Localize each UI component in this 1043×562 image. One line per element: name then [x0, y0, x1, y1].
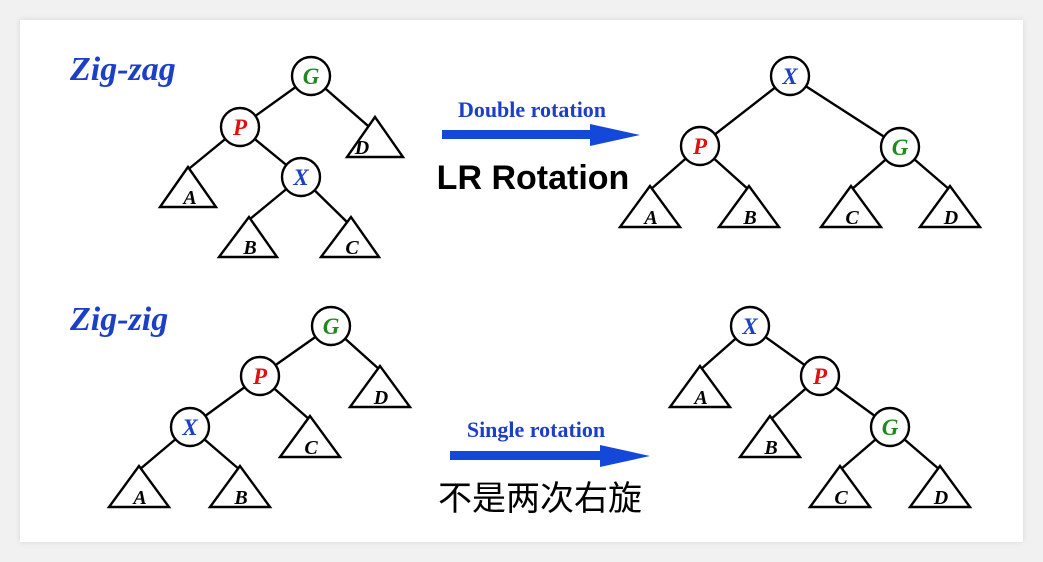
node-circle	[169, 406, 211, 448]
subtree-label: B	[742, 207, 756, 229]
section-title: Zig-zig	[69, 301, 168, 338]
subtree-label: C	[834, 487, 848, 509]
node-circle	[879, 126, 921, 168]
rotation-arrow: Single rotation 不是两次右旋	[438, 417, 650, 518]
subtree-label: D	[943, 207, 958, 229]
subtree-label: D	[373, 387, 388, 409]
subtree-label: A	[131, 487, 146, 509]
section-zig-zig: Zig-zig G P X A	[69, 301, 973, 518]
node-label: P	[232, 115, 248, 140]
tree-before	[106, 305, 413, 509]
subtree-label: C	[304, 437, 318, 459]
rotation-caption: 不是两次右旋	[438, 480, 642, 518]
node-circle	[679, 125, 721, 167]
subtree-triangle	[818, 183, 884, 229]
node-circle	[769, 55, 811, 97]
node-label: P	[692, 134, 708, 159]
node-label: X	[741, 314, 758, 339]
subtree-triangle	[106, 463, 172, 509]
node-label: P	[812, 364, 828, 389]
subtree-label: A	[181, 187, 196, 209]
node-label: P	[252, 364, 268, 389]
tree-after	[667, 305, 973, 509]
node-circle	[239, 355, 281, 397]
node-label: G	[882, 415, 899, 440]
node-circle	[280, 156, 322, 198]
subtree-label: B	[763, 437, 777, 459]
rotation-caption: LR Rotation	[437, 159, 630, 197]
subtree-triangle	[318, 214, 382, 259]
node-label: X	[781, 64, 798, 89]
subtree-triangle	[716, 183, 782, 229]
section-zig-zag: Zig-zag G P	[69, 51, 983, 259]
arrow-shaft	[450, 451, 602, 460]
subtree-triangle	[216, 214, 280, 259]
subtree-label: A	[692, 387, 707, 409]
subtree-triangle	[737, 413, 803, 459]
arrow-head	[600, 445, 650, 467]
subtree-triangle	[344, 114, 406, 159]
arrow-head	[590, 124, 640, 146]
node-circle	[290, 55, 332, 97]
node-circle	[219, 106, 261, 148]
node-label: G	[892, 135, 909, 160]
rotation-arrow: Double rotation LR Rotation	[437, 97, 640, 197]
node-label: G	[303, 64, 320, 89]
arrow-shaft	[442, 130, 592, 139]
node-label: G	[323, 314, 340, 339]
section-title: Zig-zag	[69, 51, 176, 88]
subtree-triangle	[617, 183, 683, 229]
subtree-triangle	[907, 463, 973, 509]
tree-before	[157, 55, 406, 259]
subtree-triangle	[277, 413, 343, 459]
subtree-triangle	[207, 463, 273, 509]
subtree-label: B	[233, 487, 247, 509]
edge	[789, 74, 901, 149]
subtree-triangle	[917, 183, 983, 229]
subtree-label: A	[642, 207, 657, 229]
node-circle	[799, 355, 841, 397]
node-circle	[310, 305, 352, 347]
subtree-label: D	[933, 487, 948, 509]
node-label: X	[181, 415, 198, 440]
subtree-label: C	[345, 237, 359, 259]
node-circle	[869, 406, 911, 448]
subtree-triangle	[347, 363, 413, 409]
subtree-label: C	[845, 207, 859, 229]
node-circle	[729, 305, 771, 347]
arrow-label: Double rotation	[458, 97, 606, 122]
arrow-label: Single rotation	[467, 417, 605, 442]
subtree-label: D	[354, 137, 369, 159]
node-label: X	[292, 165, 309, 190]
tree-after	[617, 55, 983, 229]
subtree-triangle	[807, 463, 873, 509]
subtree-triangle	[667, 363, 733, 409]
subtree-label: B	[242, 237, 256, 259]
subtree-triangle	[157, 164, 219, 209]
